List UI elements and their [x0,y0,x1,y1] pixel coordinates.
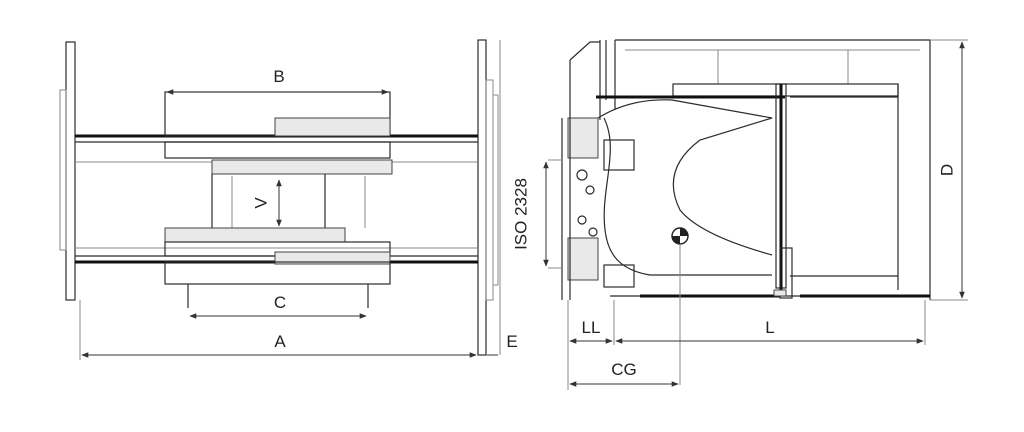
dimension-label-v: V [251,197,270,209]
dimension-label-c: C [274,293,286,312]
dimension-label-e: E [506,332,517,351]
side-view [543,39,968,390]
dimension-label-b: B [273,67,284,86]
front-view [59,39,501,360]
dimension-label-a: A [274,332,286,351]
dimension-label-cg: CG [611,360,637,379]
dimension-label-iso: ISO 2328 [511,178,530,250]
dimension-label-d: D [937,164,956,176]
dimension-label-l: L [765,318,774,337]
center-of-gravity-icon [671,227,689,245]
dimension-label-ll: LL [582,318,601,337]
